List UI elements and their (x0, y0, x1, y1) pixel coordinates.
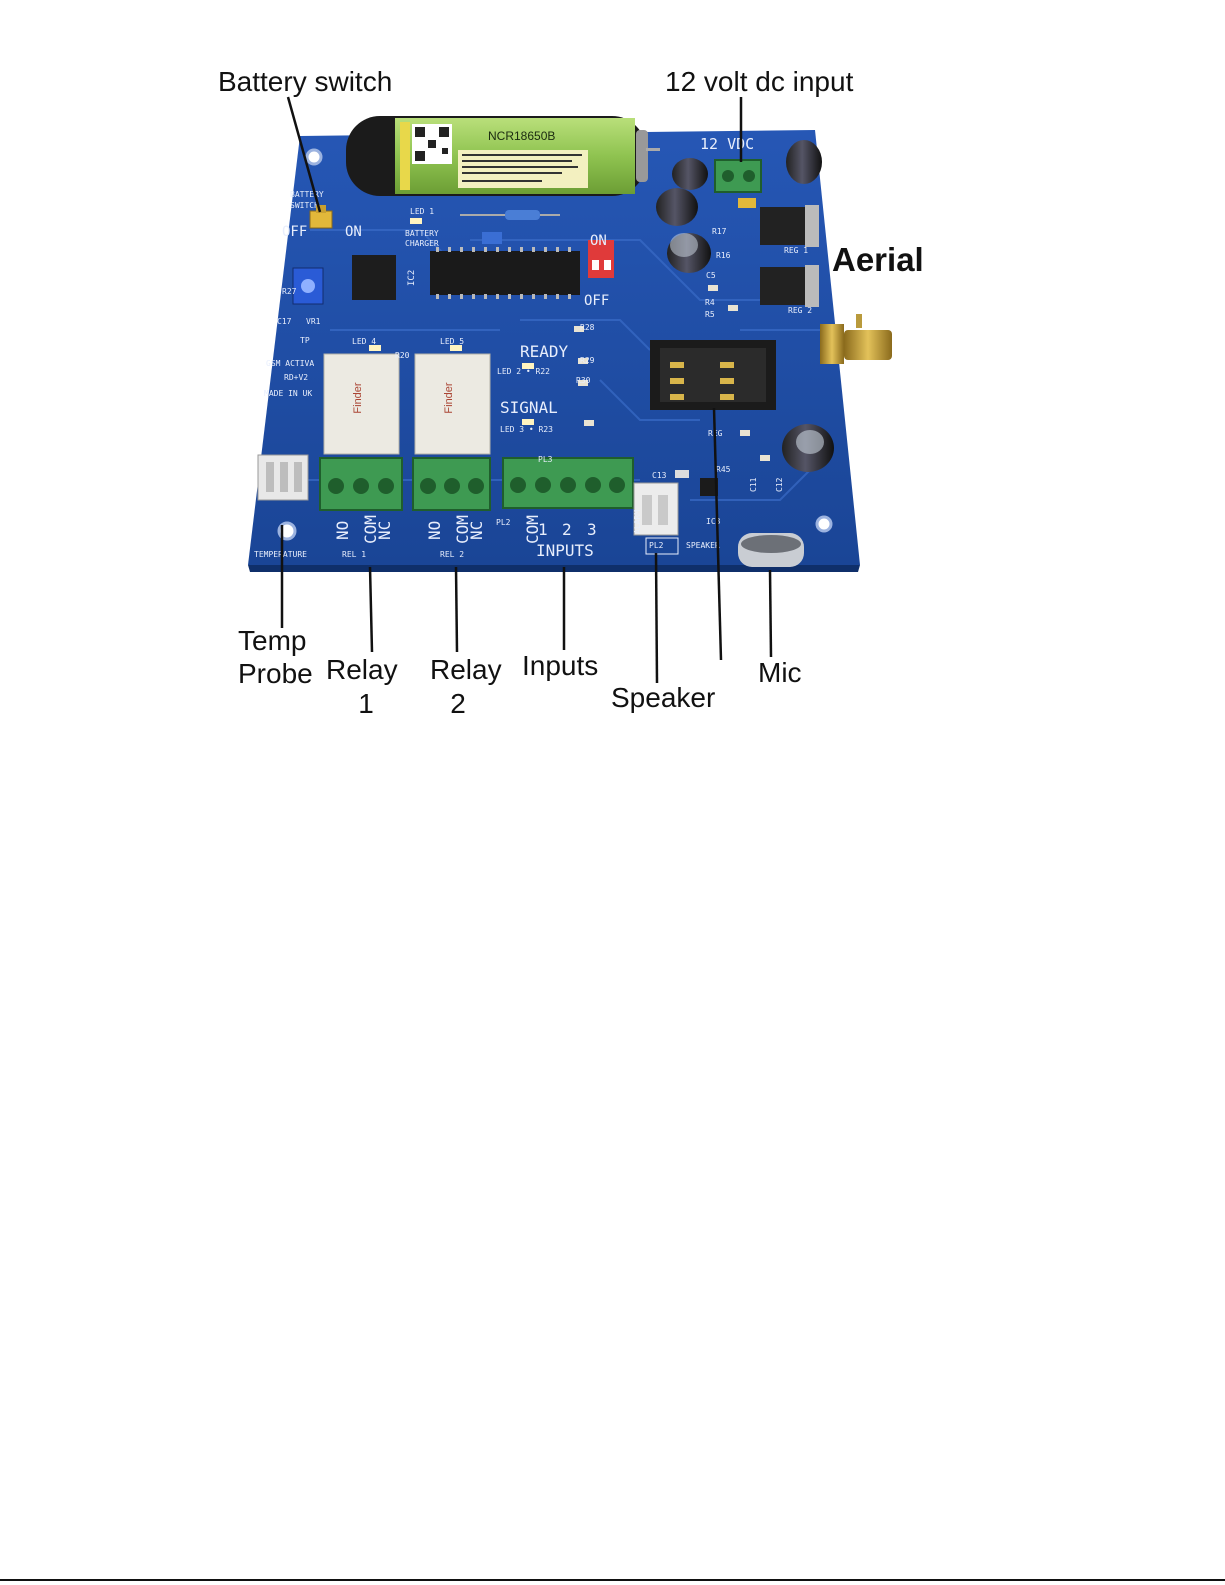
page-bottom-rule (0, 1579, 1225, 1581)
label-relay1-line2: 1 (358, 688, 374, 719)
silk-dip-off: OFF (584, 293, 609, 309)
silk-battery-switch-1: BATTERY (290, 190, 324, 199)
relay-1: Finder (323, 353, 400, 455)
silk-c13: C13 (652, 471, 667, 480)
silk-temperature: TEMPERATURE (254, 550, 307, 559)
silk-inputs-com: COM (523, 515, 542, 544)
aerial-connector (820, 314, 892, 364)
relay2-brand: Finder (443, 382, 455, 414)
silk-pl2-bottom: PL2 (649, 541, 664, 550)
silk-c17: C17 (277, 317, 292, 326)
label-temp-probe-line1: Temp (238, 625, 307, 656)
silk-reg1: REG 1 (784, 246, 808, 255)
silk-c12: C12 (775, 477, 784, 492)
silk-led3: LED 3 • R23 (500, 425, 553, 434)
silk-battery-switch-2: SWITCH (290, 201, 319, 210)
silk-pl2-top: PL2 (496, 518, 511, 527)
label-inputs: Inputs (522, 650, 599, 681)
silk-rel2: REL 2 (440, 550, 464, 559)
silk-input-1: 1 (538, 520, 548, 539)
silk-pl3: PL3 (538, 455, 553, 464)
callout-lines (280, 96, 773, 684)
silk-r30: R30 (576, 376, 591, 385)
relay2-terminal (412, 457, 491, 511)
ic2-chip (352, 255, 396, 300)
silk-rel1: REL 1 (342, 550, 366, 559)
silk-dip-on: ON (590, 233, 607, 249)
battery-model-label: NCR18650B (488, 129, 555, 143)
silk-input-2: 2 (562, 520, 572, 539)
label-dc-input: 12 volt dc input (665, 66, 854, 97)
microphone (738, 533, 804, 567)
silk-tp: TP (300, 336, 310, 345)
label-aerial: Aerial (832, 241, 924, 278)
silk-relay1-no: NO (333, 521, 352, 540)
silk-relay1-nc: NC (375, 521, 394, 540)
silk-signal: SIGNAL (500, 398, 558, 417)
silk-alarm: ALARM (633, 510, 642, 534)
dip-switch (588, 240, 614, 278)
silk-relay2-no: NO (425, 521, 444, 540)
silk-r5: R5 (705, 310, 715, 319)
sim-card-holder (650, 340, 776, 410)
silk-r16: R16 (716, 251, 731, 260)
silk-led2: LED 2 • R22 (497, 367, 550, 376)
label-relay1-line1: Relay (326, 654, 398, 685)
silk-relay1-com: COM (361, 515, 380, 544)
silk-ready: READY (520, 342, 569, 361)
silk-c5: C5 (706, 271, 716, 280)
silk-led5: LED 5 (440, 337, 464, 346)
silk-r45: R45 (716, 465, 731, 474)
silk-ic2: IC2 (407, 270, 417, 286)
silk-reg2: REG 2 (788, 306, 812, 315)
pcb-board (248, 130, 860, 565)
battery-18650: NCR18650B (346, 116, 660, 196)
voltage-regulators (760, 205, 819, 307)
temp-probe-connector (257, 454, 309, 501)
silk-r4: R4 (705, 298, 715, 307)
silk-r29: R29 (580, 356, 595, 365)
silk-relay2-com: COM (453, 515, 472, 544)
dc-input-terminal (714, 159, 762, 193)
silk-led4: LED 4 (352, 337, 376, 346)
label-relay2-line1: Relay (430, 654, 502, 685)
silk-gsm-2: RD+V2 (284, 373, 308, 382)
silk-input-3: 3 (587, 520, 597, 539)
silk-vdc: 12 VDC (700, 135, 754, 153)
silk-led1: LED 1 (410, 207, 434, 216)
relay1-brand: Finder (352, 382, 364, 414)
silk-off: OFF (282, 224, 307, 240)
silk-r17: R17 (712, 227, 727, 236)
battery-switch-component (309, 210, 333, 229)
silk-battery-charger-2: CHARGER (405, 239, 439, 248)
silk-r27: R27 (282, 287, 297, 296)
relay-2: Finder (414, 353, 491, 455)
label-battery-switch: Battery switch (218, 66, 393, 97)
silk-battery-charger-1: BATTERY (405, 229, 439, 238)
silk-gsm-3: MADE IN UK (264, 389, 312, 398)
silk-ic3: IC3 (706, 517, 721, 526)
silk-gsm-1: GSM ACTIVA (266, 359, 314, 368)
label-relay2-line2: 2 (450, 688, 466, 719)
silk-r28: R28 (580, 323, 595, 332)
label-mic: Mic (758, 657, 802, 688)
silk-on: ON (345, 224, 362, 240)
silk-relay2-nc: NC (467, 521, 486, 540)
silk-c11: C11 (749, 477, 758, 492)
silk-r20: R20 (395, 351, 410, 360)
capacitors (656, 140, 834, 472)
inputs-terminal (502, 457, 634, 509)
label-temp-probe-line2: Probe (238, 658, 313, 689)
microcontroller-chip (430, 251, 580, 295)
silk-vr1: VR1 (306, 317, 321, 326)
speaker-connector (633, 482, 679, 536)
relay1-terminal (319, 457, 403, 511)
label-speaker: Speaker (611, 682, 716, 713)
silk-inputs: INPUTS (536, 541, 594, 560)
silk-speaker: SPEAKER (686, 541, 720, 550)
